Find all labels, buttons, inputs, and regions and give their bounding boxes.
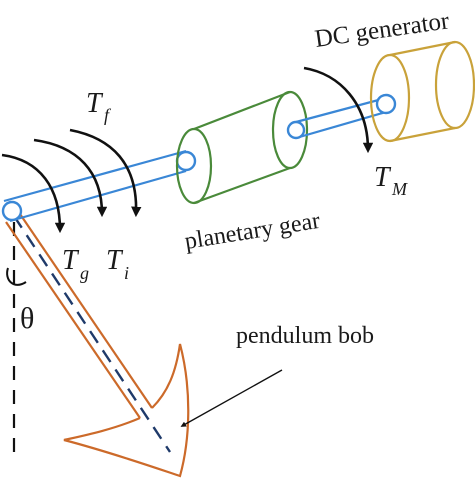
gear-output-joint [286,120,306,140]
input-shaft [3,149,187,223]
planetary-gear-label: planetary gear [183,208,322,255]
torque-arrow-tm [303,66,374,154]
gear-input-joint [175,150,197,172]
pendulum-arm [5,213,153,419]
pendulum-bob [63,343,190,478]
svg-text:T: T [86,88,104,119]
svg-text:g: g [80,263,89,283]
pendulum-bob-label: pendulum bob [236,323,374,349]
svg-text:T: T [106,245,124,276]
torque-label-tm: T M [374,162,408,199]
svg-text:T: T [62,245,80,276]
torque-label-tg: T g [62,245,89,283]
svg-text:i: i [124,263,129,283]
torque-label-ti: T i [106,245,129,283]
torque-label-tf: T f [86,88,112,125]
svg-text:T: T [374,162,392,193]
theta-label: θ [20,302,34,335]
torque-arrow-tf [69,128,142,218]
svg-text:M: M [391,179,408,199]
generator-joint [375,93,397,115]
dc-generator-cylinder [369,40,475,143]
pivot-joint [1,200,23,222]
theta-arc [6,267,27,286]
pendulum-center-line [12,215,172,453]
svg-text:f: f [104,105,112,125]
torque-arrow-tg [1,153,66,234]
pendulum-bob-leader [180,369,283,427]
torque-arrow-ti [33,138,108,218]
planetary-gear-cylinder [175,90,309,205]
